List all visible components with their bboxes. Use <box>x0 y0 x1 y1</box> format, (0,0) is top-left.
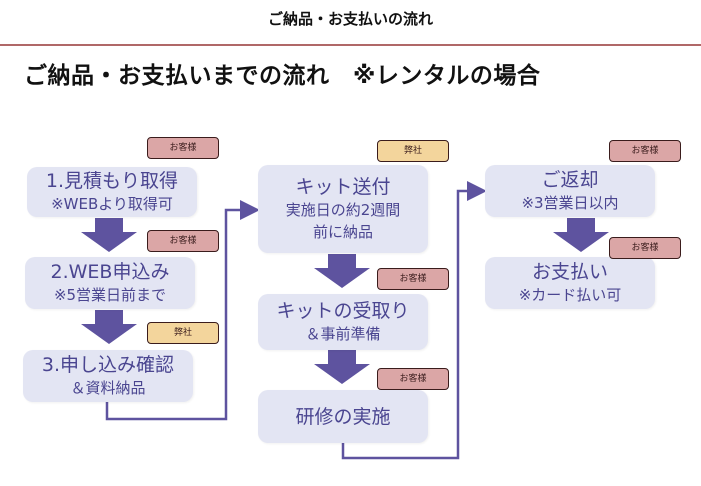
header-divider <box>0 44 701 46</box>
step-return: ご返却 ※3営業日以内 <box>485 165 655 217</box>
step-title: キットの受取り <box>276 300 410 322</box>
down-arrow-icon <box>314 350 370 384</box>
step-note: 実施日の約2週間 <box>285 201 401 219</box>
step-note: ＆事前準備 <box>305 325 381 343</box>
actor-badge: お客様 <box>377 268 449 290</box>
step-kit-receive: キットの受取り ＆事前準備 <box>258 294 428 350</box>
step-title: お支払い <box>531 261 608 283</box>
step-quote: 1.見積もり取得 ※WEBより取得可 <box>27 167 197 217</box>
actor-badge: お客様 <box>147 230 219 252</box>
step-title: 3.申し込み確認 <box>41 354 175 376</box>
step-note: ※カード払い可 <box>518 286 622 304</box>
down-arrow-icon <box>81 310 137 344</box>
step-confirm: 3.申し込み確認 ＆資料納品 <box>23 350 193 402</box>
step-note: ※WEBより取得可 <box>51 195 173 213</box>
down-arrow-icon <box>314 254 370 288</box>
step-note: ※5営業日前まで <box>53 286 167 304</box>
step-training: 研修の実施 <box>258 390 428 443</box>
step-kit-shipping: キット送付 実施日の約2週間 前に納品 <box>258 165 428 253</box>
step-title: 研修の実施 <box>295 405 391 428</box>
slide-header: ご納品・お支払いの流れ <box>267 10 433 28</box>
step-title: キット送付 <box>295 176 391 198</box>
actor-badge: 弊社 <box>377 140 449 162</box>
page-title: ご納品・お支払いまでの流れ ※レンタルの場合 <box>24 63 541 89</box>
step-note: ※3営業日以内 <box>521 194 619 212</box>
down-arrow-icon <box>81 218 137 252</box>
actor-badge: 弊社 <box>147 322 219 344</box>
step-title: 2.WEB申込み <box>50 261 170 283</box>
step-payment: お支払い ※カード払い可 <box>485 257 655 309</box>
step-web-apply: 2.WEB申込み ※5営業日前まで <box>25 257 195 309</box>
actor-badge: お客様 <box>377 368 449 390</box>
step-title: 1.見積もり取得 <box>45 170 179 192</box>
actor-badge: お客様 <box>609 140 681 162</box>
step-title: ご返却 <box>541 169 599 191</box>
step-note: ＆資料納品 <box>70 379 146 397</box>
actor-badge: お客様 <box>609 237 681 259</box>
down-arrow-icon <box>553 218 609 252</box>
step-note-2: 前に納品 <box>312 223 373 241</box>
actor-badge: お客様 <box>147 137 219 159</box>
